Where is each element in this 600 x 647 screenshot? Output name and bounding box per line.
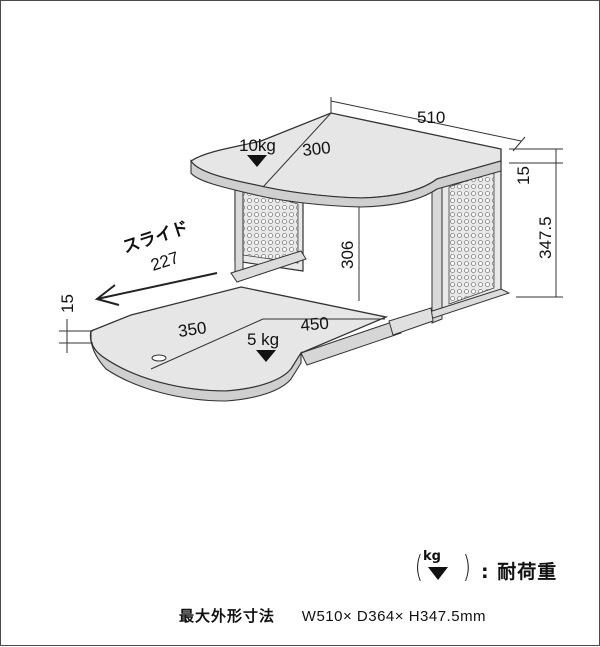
top-shelf bbox=[190, 112, 502, 208]
slide-distance-dim: 227 bbox=[148, 248, 181, 275]
width-dim: 510 bbox=[417, 108, 445, 127]
load-legend: ( kg ) : 耐荷重 bbox=[415, 549, 585, 589]
spec-line: 最大外形寸法 W510× D364× H347.5mm bbox=[179, 605, 486, 626]
legend-label: : 耐荷重 bbox=[481, 561, 558, 583]
top-depth-dim: 300 bbox=[301, 138, 331, 160]
top-load: 10kg bbox=[239, 136, 276, 155]
dimension-lines bbox=[59, 97, 563, 370]
bottom-load: 5 kg bbox=[247, 330, 279, 349]
load-icon bbox=[428, 567, 448, 580]
inner-height-dim: 306 bbox=[338, 241, 357, 269]
height-dim: 347.5 bbox=[536, 216, 555, 259]
bottom-shelf bbox=[89, 286, 434, 402]
bottom-load-icon bbox=[256, 350, 276, 362]
top-load-icon bbox=[247, 155, 267, 167]
slide-arrow bbox=[94, 272, 218, 306]
bottom-depth-dim: 350 bbox=[177, 318, 208, 341]
legend-paren-right: ) bbox=[462, 550, 471, 585]
legend-paren-left: ( bbox=[414, 550, 423, 585]
bottom-width-dim: 450 bbox=[300, 314, 330, 335]
bottom-thickness-dim: 15 bbox=[58, 294, 77, 313]
spec-label: 最大外形寸法 bbox=[179, 607, 276, 625]
legend-unit: kg bbox=[423, 549, 441, 564]
left-side-panel bbox=[230, 181, 307, 283]
spec-value: W510× D364× H347.5mm bbox=[301, 608, 487, 625]
top-thickness-dim: 15 bbox=[514, 166, 533, 185]
slide-label: スライド bbox=[120, 218, 191, 258]
